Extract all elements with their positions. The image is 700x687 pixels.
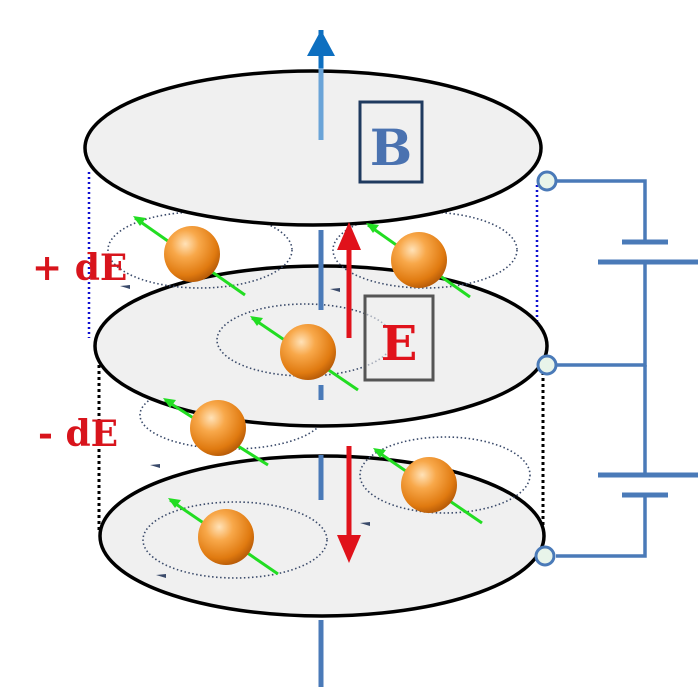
electric-field-label: E xyxy=(363,294,435,382)
plus-de-label: + dE xyxy=(32,247,127,289)
particle-4 xyxy=(163,398,269,467)
lower-orbit-arrowheads xyxy=(150,464,370,578)
orange-sphere-icon xyxy=(280,324,336,380)
plate-edge-lines xyxy=(87,172,545,530)
particle-6 xyxy=(168,498,279,576)
orange-sphere-icon xyxy=(391,232,447,288)
particle-2 xyxy=(366,223,471,299)
e-label-text: E xyxy=(381,316,418,372)
b-label-text: B xyxy=(370,118,412,177)
orange-sphere-icon xyxy=(401,457,457,513)
e-field-up-arrow-icon xyxy=(337,222,361,338)
magnetic-field-label: B xyxy=(358,100,424,184)
terminal-ring-icon xyxy=(536,170,558,192)
e-field-down-arrow-icon xyxy=(337,446,361,563)
spin-particles xyxy=(133,216,483,576)
axis-up-arrow-icon xyxy=(307,30,335,68)
orange-sphere-icon xyxy=(164,226,220,282)
particle-1 xyxy=(133,216,246,297)
terminal-ring-icon xyxy=(534,545,556,567)
minus-de-label: - dE xyxy=(38,413,118,455)
particle-5 xyxy=(373,448,483,525)
orange-sphere-icon xyxy=(198,509,254,565)
terminals xyxy=(534,170,558,567)
battery-cell-icon xyxy=(598,239,698,265)
battery-cell-icon xyxy=(598,472,698,498)
terminal-ring-icon xyxy=(536,354,558,376)
circuit xyxy=(556,179,647,558)
upper-orbit-arrowheads xyxy=(120,285,340,292)
top-plate xyxy=(83,69,543,227)
orange-sphere-icon xyxy=(190,400,246,456)
particle-3 xyxy=(250,316,359,392)
